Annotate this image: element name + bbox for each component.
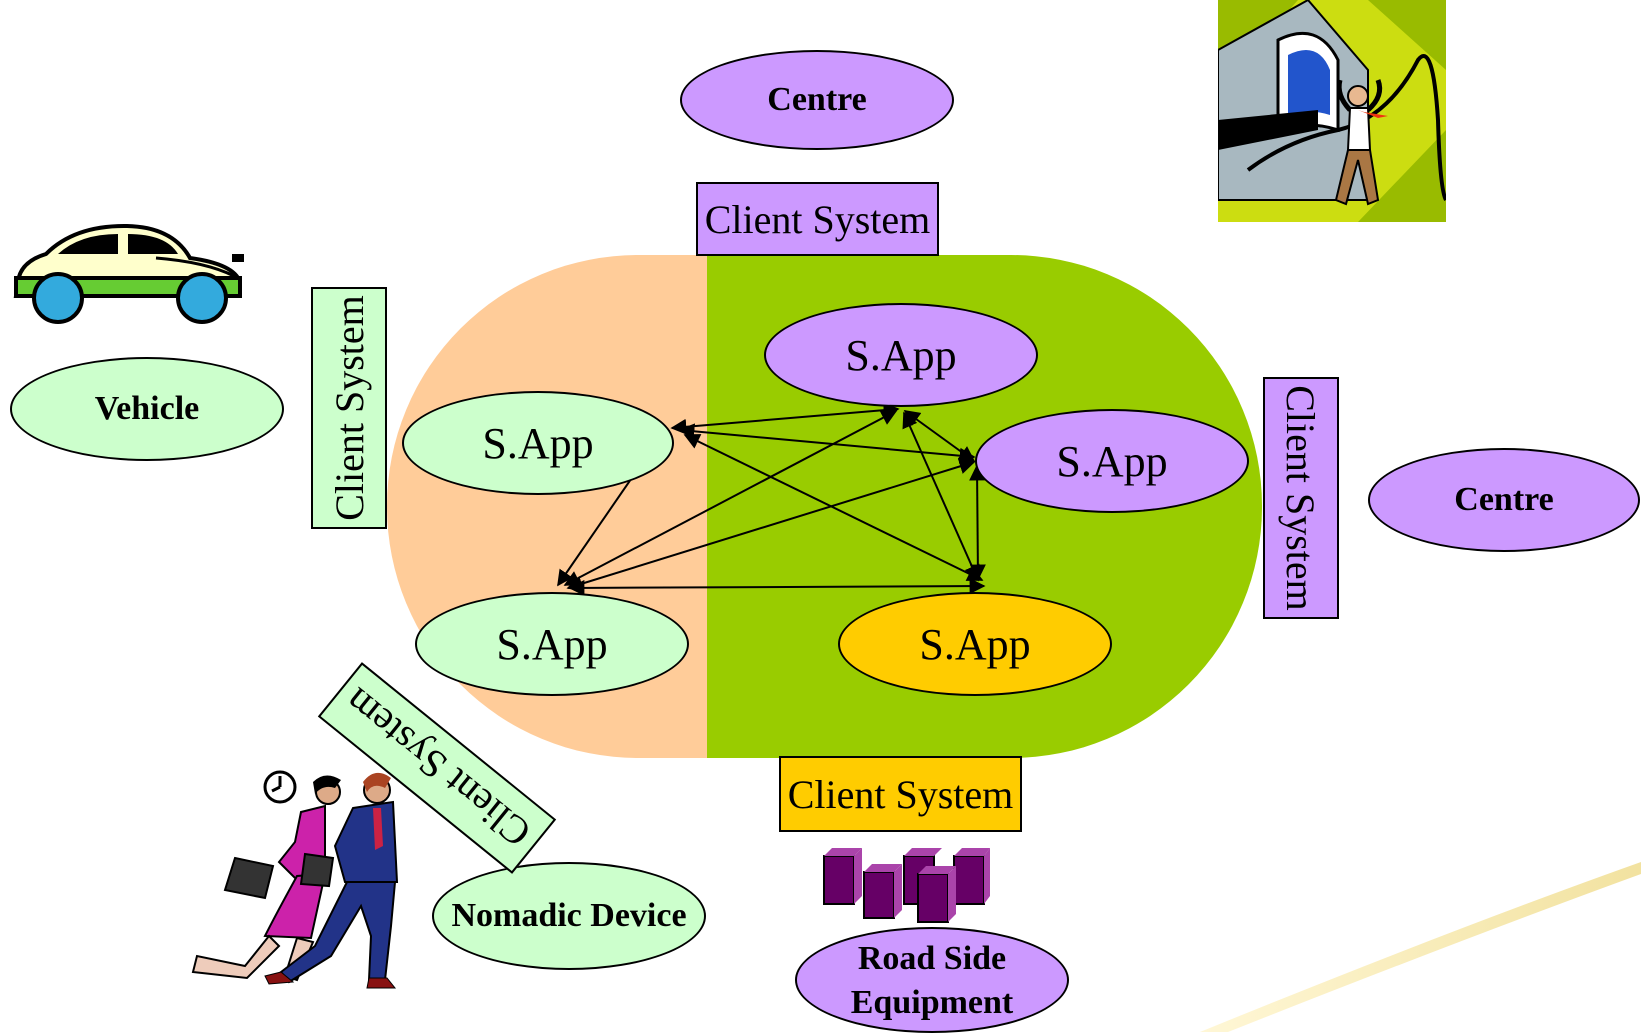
swoosh-decoration <box>1200 862 1641 1032</box>
arrow-top-yellow <box>902 411 980 582</box>
computer-user-icon <box>1218 0 1446 222</box>
s-app-bottom-yellow: S.App <box>838 592 1112 696</box>
client-system-left-wrapper: Client System <box>311 287 387 529</box>
client-system-bottom: Client System <box>779 756 1022 832</box>
client-system-right: Client System <box>1263 377 1339 619</box>
s-app-left-bottom: S.App <box>415 592 689 696</box>
client-system-top: Client System <box>696 182 939 256</box>
nomadic-device-ellipse: Nomadic Device <box>432 862 706 970</box>
s-app-top: S.App <box>764 303 1038 407</box>
arrow-lt-top <box>670 402 900 435</box>
vehicle-ellipse: Vehicle <box>10 357 284 461</box>
arrow-lb-yellow <box>568 578 986 596</box>
s-app-left-top: S.App <box>402 391 674 495</box>
centre-right-ellipse: Centre <box>1368 448 1640 552</box>
client-system-right-wrapper: Client System <box>1263 377 1339 619</box>
arrow-lt-right <box>678 423 976 464</box>
s-app-right: S.App <box>975 409 1249 513</box>
arrow-lt-yellow <box>683 434 984 581</box>
roadside-equipment-boxes-icon <box>823 848 990 923</box>
car-icon <box>13 223 244 324</box>
clock-icon <box>263 770 297 804</box>
client-system-left: Client System <box>311 287 387 529</box>
centre-top-ellipse: Centre <box>680 50 954 150</box>
running-business-people-icon <box>191 770 399 989</box>
arrow-right-yellow <box>969 464 986 581</box>
road-side-equipment-ellipse: Road Side Equipment <box>795 927 1069 1033</box>
